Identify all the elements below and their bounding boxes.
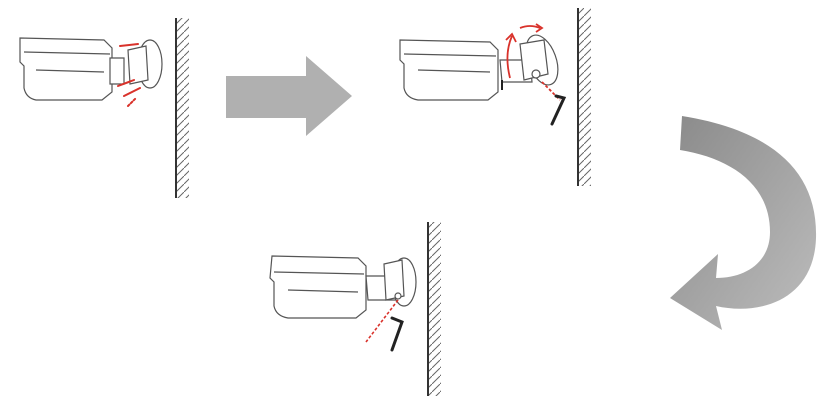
wall-icon: [427, 222, 441, 396]
camera-icon: [19, 37, 125, 101]
wall-icon: [175, 18, 189, 198]
camera-icon: [269, 255, 367, 319]
step-1-screw-bracket-to-wall: [19, 18, 189, 198]
step-2-rotate-camera: [399, 8, 591, 186]
wall-bracket-icon: [127, 39, 163, 89]
curved-down-arrow-icon: [670, 116, 817, 330]
step-3-tighten-set-screw: [269, 222, 441, 396]
wall-bracket-icon: [499, 34, 559, 86]
right-arrow-icon: [226, 56, 352, 136]
set-screw-guide: [365, 299, 399, 343]
camera-icon: [399, 39, 499, 101]
wall-bracket-icon: [365, 257, 417, 307]
hex-key-icon: [550, 94, 567, 126]
wall-icon: [577, 8, 591, 186]
hex-key-icon: [390, 316, 404, 352]
screw-icon: [117, 43, 141, 107]
